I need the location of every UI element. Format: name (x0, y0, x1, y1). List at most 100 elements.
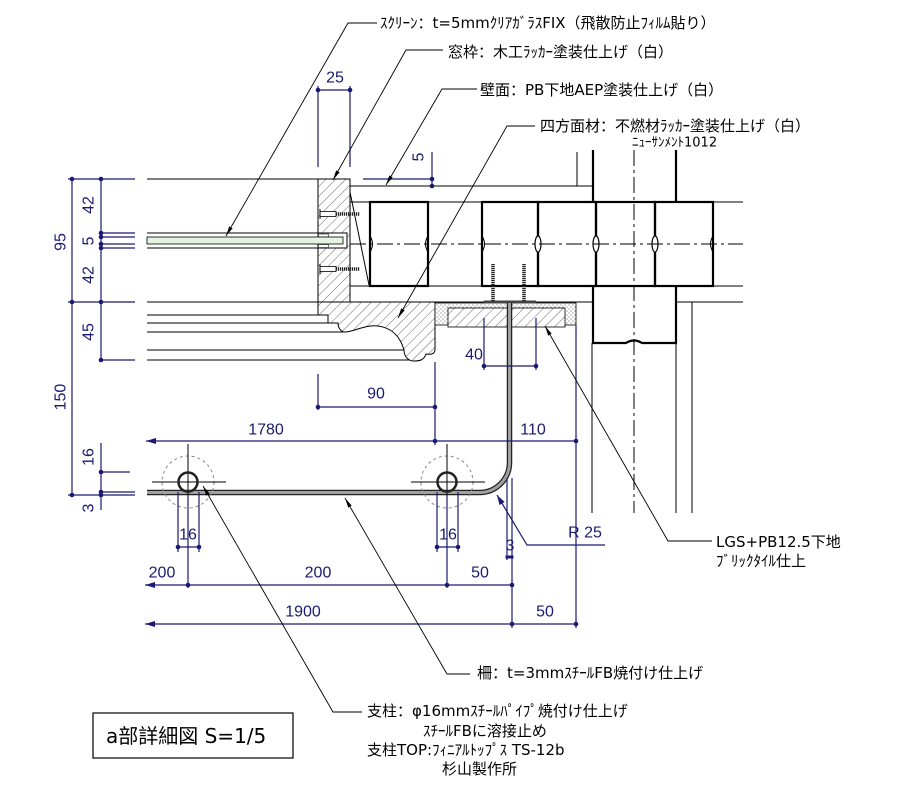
dim-label-150: 150 (53, 384, 70, 411)
dim-label-45: 45 (81, 323, 98, 341)
railing (147, 303, 513, 509)
label-lgs-line1: LGS+PB12.5下地 (716, 533, 841, 551)
title-frame (92, 712, 294, 759)
sill-depth-dimension (317, 362, 436, 445)
label-casing: 四方面材：不燃材ﾗｯｶｰ塗装仕上げ（白） (540, 117, 810, 135)
label-post-line3: 支柱TOP:ﾌｨﾆｱﾙﾄｯﾌﾟｽ TS-12b (367, 741, 565, 759)
dim-label-fb-3: 3 (506, 538, 515, 555)
leader-lgs (544, 325, 712, 542)
dim-label-post2-16: 16 (439, 527, 457, 544)
window-section (146, 178, 593, 362)
height-dimension-ticks (69, 176, 104, 498)
wall-finish-lines (591, 302, 693, 513)
dim-label-post1-16: 16 (179, 527, 197, 544)
dim-label-200-a: 200 (149, 565, 176, 582)
leader-post (202, 485, 362, 713)
label-window-frame: 窓枠：木工ﾗｯｶｰ塗装仕上げ（白） (448, 43, 673, 61)
label-screen: ｽｸﾘｰﾝ：t=5mmｸﾘｱｶﾞﾗｽFIX（飛散防止ﾌｨﾙﾑ貼り） (380, 14, 716, 32)
flat-bar (147, 303, 512, 494)
dim-label-radius: R 25 (568, 525, 602, 542)
dim-tick (185, 582, 191, 588)
label-post-line2: ｽﾁｰﾙFBに溶接止め (423, 722, 547, 740)
label-lgs-line2: ﾌﾞﾘｯｸﾀｲﾙ仕上 (716, 552, 806, 570)
dim-tick (347, 87, 353, 93)
dim-tick (434, 544, 440, 550)
dim-tick (509, 621, 515, 627)
dimensions: 95 150 42 5 42 45 16 3 25 5 40 90 1780 (53, 70, 605, 628)
dim-tick (509, 582, 515, 588)
dim-tick (429, 176, 435, 182)
leader-window-frame (332, 49, 443, 181)
leader-fence (344, 497, 470, 675)
post-crosshair (411, 444, 485, 495)
dim-label-40: 40 (465, 347, 483, 364)
dim-label-50-b: 50 (536, 604, 554, 621)
flat-bar-outline (147, 303, 513, 496)
dim-label-lower-42: 42 (81, 266, 98, 284)
dim-label-1900: 1900 (285, 604, 321, 621)
sill-molding-section (317, 301, 436, 362)
post-crosshair (152, 444, 226, 495)
post-diameter-dimension-right (436, 492, 459, 588)
radius-leader (496, 494, 605, 546)
dim-label-90: 90 (367, 386, 385, 403)
dim-tick (432, 438, 438, 444)
label-post-line4: 杉山製作所 (442, 760, 517, 778)
dim-tick (573, 621, 579, 627)
post-diameter-dimension-left (177, 492, 200, 588)
dim-label-25: 25 (326, 70, 344, 87)
dim-label-glass-5: 5 (81, 236, 98, 245)
label-post-line1: 支柱：φ16mmｽﾁｰﾙﾊﾟｲﾌﾟ焼付け仕上げ (367, 702, 628, 720)
dim-label-50-a: 50 (471, 565, 489, 582)
dim-label-95: 95 (53, 233, 70, 251)
dim-tick (573, 438, 579, 444)
dim-tick (432, 404, 438, 410)
leader-wall (385, 88, 477, 186)
callouts: ｽｸﾘｰﾝ：t=5mmｸﾘｱｶﾞﾗｽFIX（飛散防止ﾌｨﾙﾑ貼り） 窓枠：木工ﾗ… (202, 14, 841, 778)
label-fence: 柵：t=3mmｽﾁｰﾙFB焼付け仕上げ (477, 664, 703, 682)
drawing-title: a部詳細図 S=1/5 (106, 724, 266, 748)
dim-tick (315, 87, 321, 93)
lgs-stud-upper (591, 150, 678, 202)
glass-slot-edges (318, 232, 348, 249)
leader-casing (397, 125, 535, 319)
dim-label-fb-3: 3 (81, 503, 98, 512)
setting-block-top (318, 233, 329, 238)
post-left (152, 444, 226, 509)
fb-thickness-dimension (506, 478, 513, 628)
dim-tick (196, 544, 202, 550)
dim-tick (429, 183, 435, 189)
base-plate (484, 300, 536, 304)
label-casing-product: ﾆｭｰｻﾝﾒﾝﾄ1012 (632, 136, 717, 151)
dim-label-upper-42: 42 (81, 196, 98, 214)
dim-tick (481, 363, 487, 369)
base-board (447, 307, 566, 328)
dim-tick (315, 404, 321, 410)
post-pipe-circle (436, 471, 458, 493)
setting-block-bottom (318, 244, 329, 248)
base-section (434, 264, 577, 328)
title-block: a部詳細図 S=1/5 (92, 712, 294, 759)
dim-label-1780: 1780 (248, 422, 284, 439)
glass-pane (146, 236, 344, 245)
dim-label-5: 5 (411, 152, 428, 161)
dim-tick (505, 555, 514, 559)
frame-screw-upper (319, 209, 360, 219)
dim-tick (444, 582, 450, 588)
leader-screen (225, 22, 377, 237)
wall-section (349, 150, 743, 513)
block-width-dimension (483, 318, 537, 370)
wall-lines (349, 152, 743, 303)
frame-width-dimension (317, 86, 351, 167)
post-right (411, 444, 485, 509)
label-wall: 壁面：PB下地AEP塗装仕上げ（白） (480, 81, 723, 99)
post-pipe-circle (177, 471, 199, 493)
frame-screw-lower (319, 264, 360, 274)
dim-tick (455, 544, 461, 550)
dim-tick (533, 363, 539, 369)
dim-tick (175, 544, 181, 550)
dim-label-200-b: 200 (305, 565, 332, 582)
dim-label-post-16: 16 (81, 448, 98, 466)
dim-label-110: 110 (520, 422, 546, 439)
